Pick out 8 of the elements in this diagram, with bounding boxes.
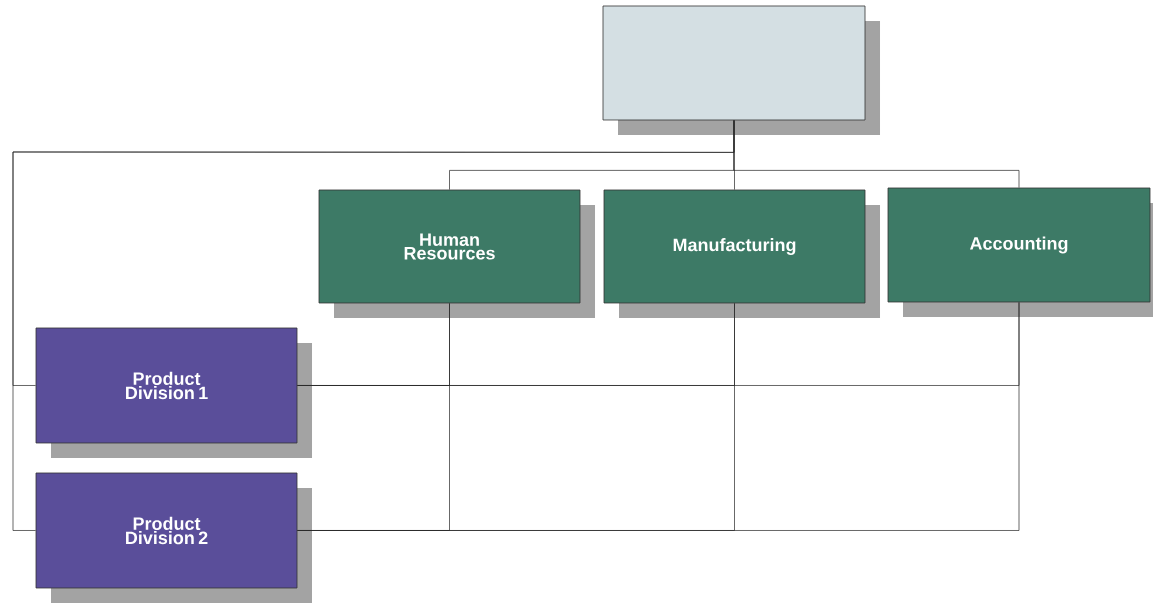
function-box: Accounting [887,187,1153,317]
function-box: Manufacturing [603,189,880,318]
connector-line [297,302,1020,531]
division-box: Product Division 2 [35,472,312,603]
connector-line [12,120,735,531]
top-box [602,5,880,135]
function-box: Human Resources [318,189,595,318]
division-box: Product Division 1 [35,327,312,458]
